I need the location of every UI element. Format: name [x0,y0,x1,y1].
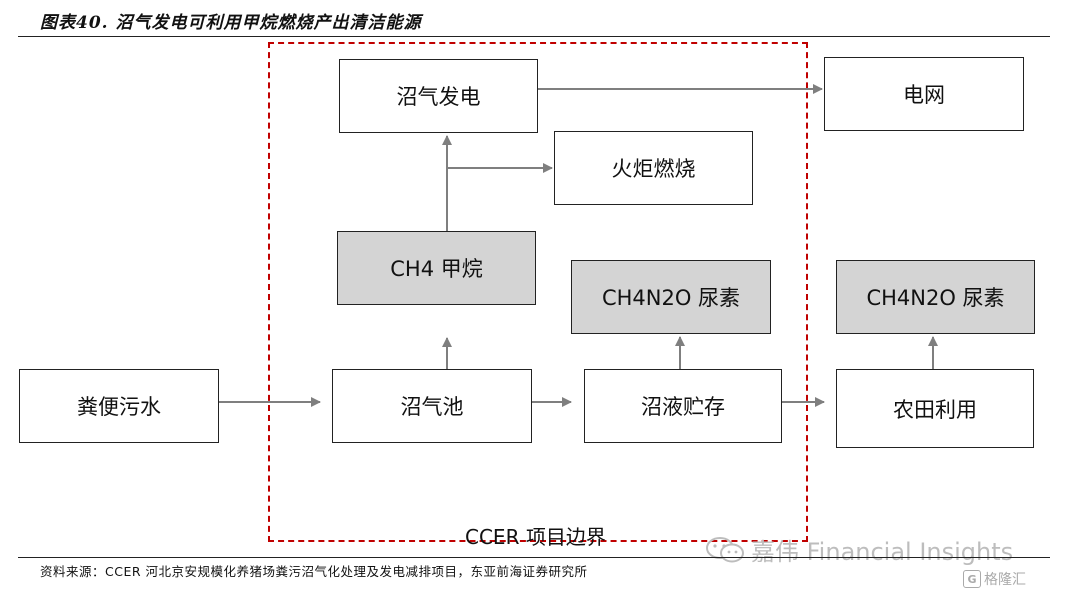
top-rule [18,36,1050,37]
node-urea-right: CH4N2O 尿素 [836,260,1035,334]
watermark: 嘉伟 Financial Insights [705,532,1013,567]
badge-text: 格隆汇 [984,572,1026,588]
ccer-project-boundary [268,42,808,542]
bottom-rule [18,557,1050,558]
wechat-icon [706,536,744,562]
watermark-text: 嘉伟 Financial Insights [751,538,1014,566]
node-biogas-power: 沼气发电 [339,59,538,133]
node-farmland: 农田利用 [836,369,1034,448]
node-methane: CH4 甲烷 [337,231,536,305]
boundary-label: CCER 项目边界 [465,525,606,549]
gelonghui-badge: G 格隆汇 [963,569,1026,589]
figure-title: 图表40. 沼气发电可利用甲烷燃烧产出清洁能源 [40,13,422,33]
node-digester: 沼气池 [332,369,532,443]
node-grid: 电网 [824,57,1024,131]
gelonghui-logo-icon: G [963,570,981,588]
source-note: 资料来源：CCER 河北京安规模化养猪场粪污沼气化处理及发电减排项目，东亚前海证… [40,564,588,579]
node-torch: 火炬燃烧 [554,131,753,205]
node-manure: 粪便污水 [19,369,219,443]
node-slurry-storage: 沼液贮存 [584,369,782,443]
node-urea-middle: CH4N2O 尿素 [571,260,771,334]
